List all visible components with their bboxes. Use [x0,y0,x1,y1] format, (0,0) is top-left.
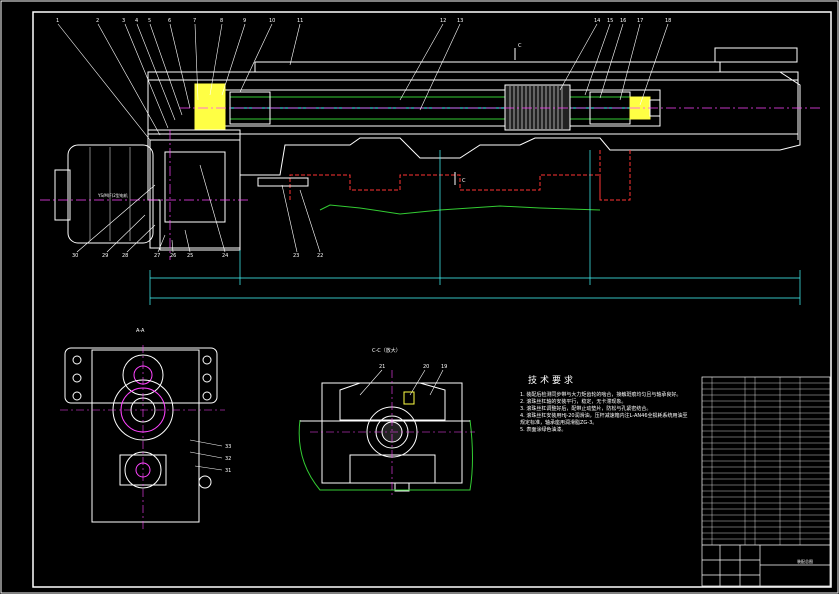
gear-box [149,139,241,249]
balloon-15: 15 [607,18,613,24]
balloon-23: 23 [293,253,299,259]
housing-arm [147,71,799,135]
title-block [701,376,831,587]
section-marker-c-top: C [518,43,522,49]
technical-requirement-item: 2. 滚珠丝杠轴的安装平行，稳定，无卡滞现象。 [520,399,627,405]
technical-requirement-item: 5. 表面涂绿色油漆。 [520,427,567,433]
drawing-frame-inner [32,11,832,588]
technical-requirement-item: 1. 装配后检测同步带与大力矩齿轮的啮合，接触斑痕均匀且与轴承良好。 [520,392,682,398]
technical-requirement-item: 4. 滚珠丝杠安装用HJ-20润滑油，压杆减速箱内注L-AN46全损耗系统用油至… [520,413,688,426]
balloon-9: 9 [243,18,246,24]
section-cc-view [298,369,475,495]
balloon-labels-bottom: 30 29 28 27 26 25 24 23 22 [72,253,323,259]
balloon-27: 27 [154,253,160,259]
main-view [40,23,820,305]
section-aa-view [60,345,225,530]
balloon-labels-top: 1 2 3 4 5 6 7 8 9 10 11 12 13 14 15 16 1… [56,18,671,24]
balloon-28: 28 [122,253,128,259]
balloon-33: 33 [225,444,231,450]
motor [67,144,154,244]
motor-label: YS/M(F)2型电机 [97,192,128,198]
balloon-7: 7 [193,18,196,24]
balloon-32: 32 [225,456,231,462]
balloon-labels-aa: 33 32 31 [225,444,231,474]
balloon-20: 20 [423,364,429,370]
balloon-13: 13 [457,18,463,24]
balloon-1: 1 [56,18,59,24]
balloon-18: 18 [665,18,671,24]
balloon-2: 2 [96,18,99,24]
balloon-25: 25 [187,253,193,259]
balloon-8: 8 [220,18,223,24]
balloon-labels-cc: 21 20 19 [379,364,447,370]
balloon-5: 5 [148,18,151,24]
balloon-30: 30 [72,253,78,259]
section-aa-label: A-A [136,328,145,334]
balloon-3: 3 [122,18,125,24]
technical-requirement-item: 3. 滚珠丝杠调整好后，配带止动垫片，防松与孔紧密结合。 [520,406,652,412]
balloon-19: 19 [441,364,447,370]
balloon-26: 26 [170,253,176,259]
balloon-14: 14 [594,18,600,24]
balloon-31: 31 [225,468,231,474]
balloon-11: 11 [297,18,303,24]
balloon-16: 16 [620,18,626,24]
drawing-name: 装配总图 [797,558,813,564]
balloon-10: 10 [269,18,275,24]
balloon-22: 22 [317,253,323,259]
balloon-24: 24 [222,253,228,259]
lower-body [148,129,640,176]
technical-requirements: 技术要求 1. 装配后检测同步带与大力矩齿轮的啮合，接触斑痕均匀且与轴承良好。 … [520,373,690,434]
balloon-12: 12 [440,18,446,24]
section-cc-label: C-C（放大） [372,347,401,354]
balloon-21: 21 [379,364,385,370]
balloon-29: 29 [102,253,108,259]
section-marker-c-bottom: C [462,178,466,184]
ball-nut [504,84,571,131]
balloon-4: 4 [135,18,138,24]
technical-requirements-title: 技术要求 [528,376,577,386]
balloon-17: 17 [637,18,643,24]
balloon-6: 6 [168,18,171,24]
